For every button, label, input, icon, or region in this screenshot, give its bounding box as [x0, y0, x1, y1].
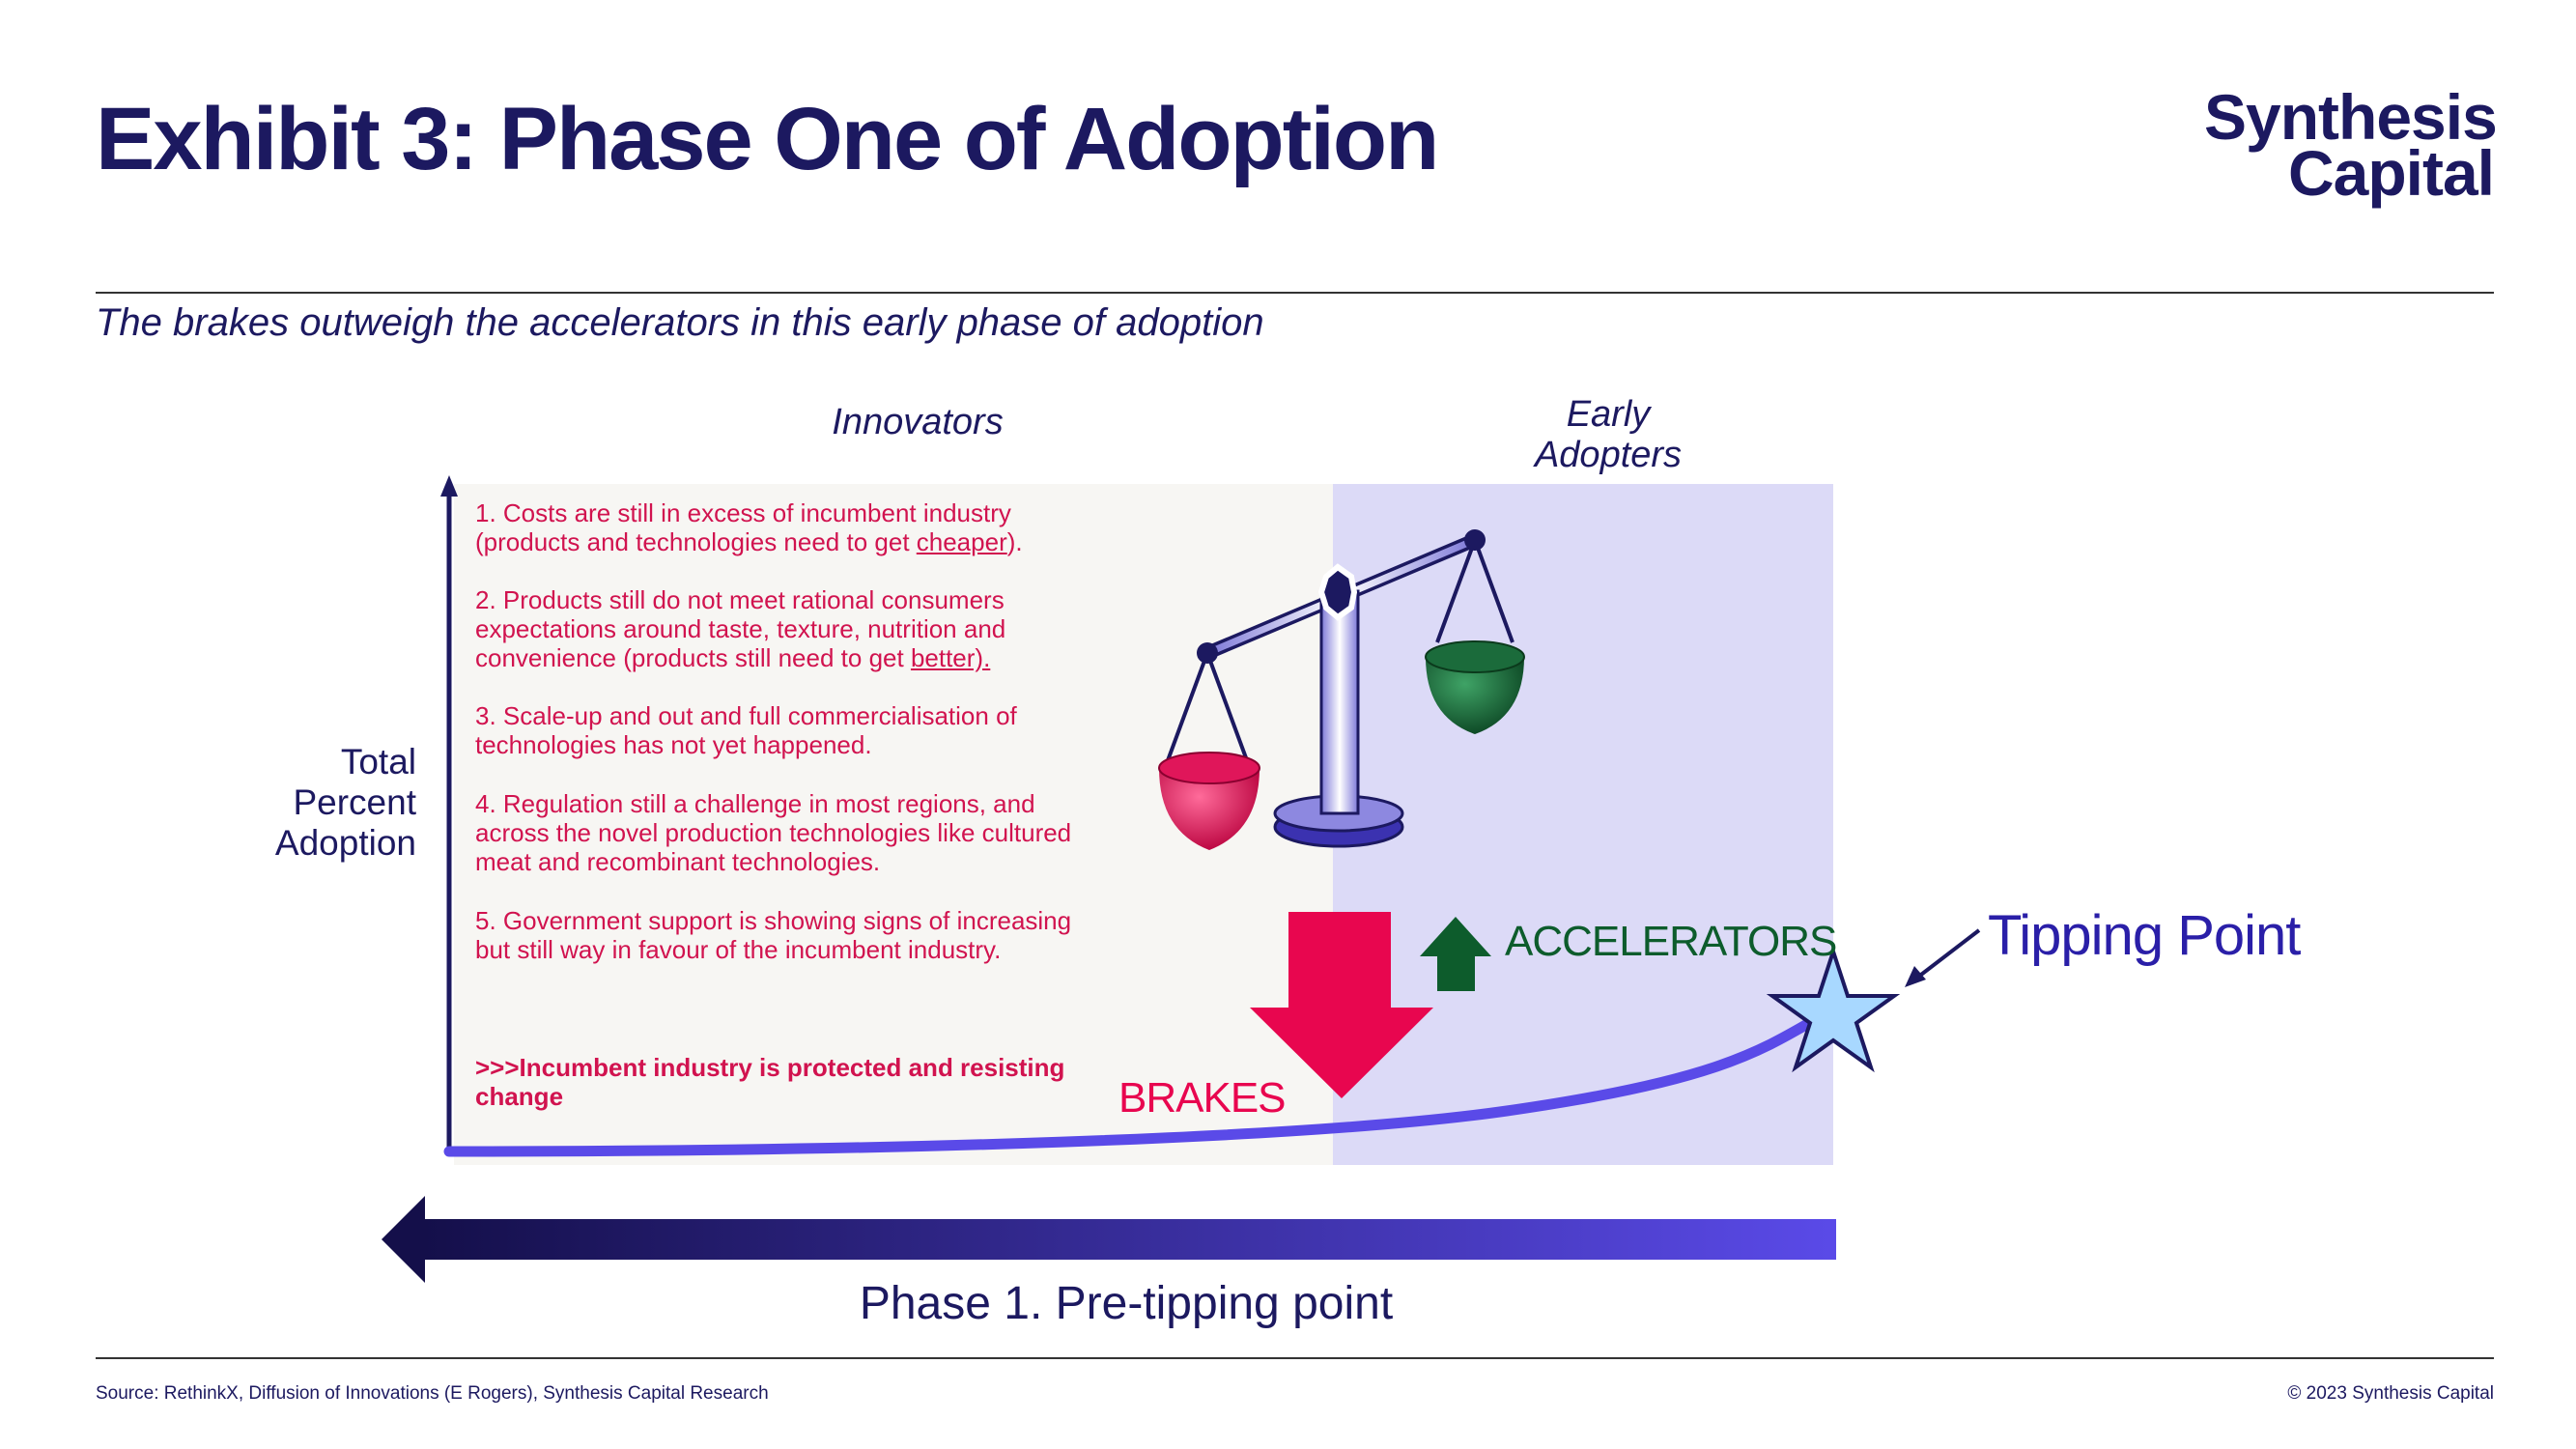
innovators-label: Innovators: [832, 402, 1004, 442]
y-label-line-1: Total: [340, 742, 416, 781]
brake-item-products: 2. Products still do not meet rational c…: [475, 585, 1006, 672]
copyright: © 2023 Synthesis Capital: [2287, 1383, 2494, 1404]
early-adopters-line-1: Early: [1566, 394, 1651, 435]
phase-label: Phase 1. Pre-tipping point: [859, 1278, 1394, 1329]
y-label-line-2: Percent: [293, 782, 416, 822]
conclusion-text: >>>Incumbent industry is protected and r…: [475, 1053, 1065, 1111]
y-label-line-3: Adoption: [274, 823, 416, 863]
early-adopters-line-2: Adopters: [1534, 435, 1683, 475]
brakes-down-arrow: [1250, 912, 1433, 1098]
tipping-point-star-icon: [1766, 945, 1901, 1073]
brake-item-costs: 1. Costs are still in excess of incumben…: [475, 498, 1023, 556]
page-title: Exhibit 3: Phase One of Adoption: [96, 90, 1439, 188]
brakes-label: BRAKES: [1118, 1074, 1287, 1122]
tipping-point-label: Tipping Point: [1988, 904, 2301, 967]
accelerators-label: ACCELERATORS: [1505, 918, 1837, 965]
y-axis-arrow: [440, 475, 458, 1153]
brake-item-government: 5. Government support is showing signs o…: [475, 906, 1072, 964]
green-cup: [1426, 657, 1524, 734]
brake-item-scale-up: 3. Scale-up and out and full commerciali…: [475, 701, 1017, 759]
y-axis-label: Total Percent Adoption: [222, 742, 416, 864]
footer-divider: [96, 1357, 2494, 1359]
brake-item-regulation: 4. Regulation still a challenge in most …: [475, 789, 1072, 876]
source-note: Source: RethinkX, Diffusion of Innovatio…: [96, 1383, 769, 1404]
logo-line-1: Synthesis: [2204, 81, 2498, 153]
header-divider: [96, 292, 2494, 294]
subtitle: The brakes outweigh the accelerators in …: [96, 301, 1264, 344]
synthesis-capital-logo: Synthesis Capital: [2204, 81, 2498, 209]
red-cup: [1159, 768, 1260, 850]
tipping-point-pointer-arrow: [1905, 928, 1981, 987]
balance-scale-icon: [1158, 529, 1525, 850]
accelerators-up-arrow: [1420, 917, 1491, 991]
adoption-curve: [443, 1013, 1822, 1157]
logo-line-2: Capital: [2287, 137, 2495, 209]
phase-direction-arrow: [382, 1196, 1836, 1283]
early-adopters-label: Early Adopters: [1478, 394, 1739, 475]
